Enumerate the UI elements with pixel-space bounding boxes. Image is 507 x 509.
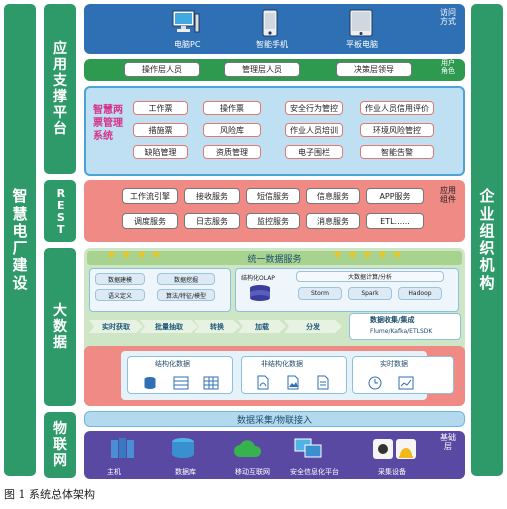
- pipeline-step: 批量抽取: [140, 320, 198, 333]
- pipeline-step: 分发: [284, 320, 342, 333]
- role-decision: 决策层领导: [336, 62, 412, 77]
- infra-item-label: 数据库: [175, 468, 196, 476]
- infra-item-label: 安全信息化平台: [290, 468, 339, 476]
- component-item: 消息服务: [306, 213, 360, 229]
- device-pc-label: 电脑PC: [174, 40, 201, 49]
- collect-title: 数据收集/集成: [370, 316, 415, 324]
- database-stack-icon: [248, 284, 272, 308]
- unified-arrows-right: ▼▼▼▼▼: [334, 251, 409, 261]
- system-title: 智慧两票管理系统: [93, 105, 123, 142]
- smartphone-icon: [262, 9, 278, 41]
- unified-service-bar: 统一数据服务: [87, 251, 462, 265]
- clock-icon: [368, 375, 382, 394]
- left-outer-bar: 智慧电厂建设: [4, 4, 36, 476]
- component-item: 日志服务: [184, 213, 240, 229]
- component-item: 接收服务: [184, 188, 240, 204]
- mining-item: 数据建模: [95, 273, 145, 285]
- device-phone-label: 智能手机: [256, 40, 288, 49]
- ingest-bar: 数据采集/物联接入: [84, 411, 465, 427]
- component-item: 监控服务: [246, 213, 300, 229]
- unified-arrows-left: ▼▼▼▼: [108, 251, 168, 261]
- mining-item: 数据挖掘: [157, 273, 215, 285]
- components-side-label: 应用组件: [440, 186, 456, 205]
- component-item: ETL......: [366, 213, 424, 229]
- system-module: 工作票: [133, 101, 188, 115]
- users-layer: 操作层人员 管理层人员 决策层领导 用户角色: [84, 59, 465, 81]
- server-icon: [110, 437, 136, 463]
- iot-label: 物联网: [53, 420, 67, 470]
- right-outer-bar: 企业组织机构: [471, 4, 503, 476]
- trend-chart-icon: [398, 375, 414, 394]
- device-tablet-label: 平板电脑: [346, 40, 378, 49]
- pipeline-step: 加载: [238, 320, 286, 333]
- ingest-title: 数据采集/物联接入: [236, 415, 313, 426]
- rest-label: REST: [54, 187, 68, 235]
- collect-panel: [349, 313, 461, 340]
- olap-engine: Storm: [298, 287, 342, 300]
- component-item: 短信服务: [246, 188, 300, 204]
- system-module: 操作票: [203, 101, 261, 115]
- system-module: 环境风险管控: [360, 123, 434, 137]
- database-icon: [143, 375, 157, 394]
- system-module: 资质管理: [203, 145, 261, 159]
- bigdata-bar: 大数据: [44, 248, 76, 406]
- mining-item: 语义定义: [95, 289, 145, 301]
- camera-alarm-icon: [372, 437, 418, 465]
- system-module: 风险库: [203, 123, 261, 137]
- pc-icon: [172, 10, 200, 38]
- system-module: 安全行为管控: [285, 101, 343, 115]
- component-item: 调度服务: [122, 213, 178, 229]
- pdf-file-icon: [257, 375, 269, 394]
- rest-bar: REST: [44, 180, 76, 242]
- infra-side-label: 基础层: [440, 433, 456, 452]
- olap-compute: 大数据计算/分析: [296, 271, 444, 282]
- support-label: 应用支撑平台: [53, 40, 67, 138]
- infra-item-label: 主机: [107, 468, 121, 476]
- access-side-label: 访问方式: [440, 8, 456, 27]
- system-module: 措施票: [133, 123, 188, 137]
- system-module: 智能告警: [360, 145, 434, 159]
- left-outer-label: 智慧电厂建设: [12, 187, 28, 292]
- storage-disk-icon: [170, 437, 196, 463]
- mining-item: 算法/特征/模型: [157, 289, 215, 301]
- component-item: APP服务: [366, 188, 424, 204]
- infra-item-label: 采集设备: [378, 468, 406, 476]
- storage-group-title: 非结构化数据: [261, 360, 303, 368]
- figure-caption: 图 1 系统总体架构: [4, 488, 95, 501]
- role-manager: 管理层人员: [224, 62, 300, 77]
- component-item: 信息服务: [306, 188, 360, 204]
- tablet-icon: [349, 9, 373, 41]
- system-module: 电子围栏: [285, 145, 343, 159]
- grid-icon: [203, 375, 219, 394]
- support-bar: 应用支撑平台: [44, 4, 76, 174]
- olap-engine: Hadoop: [398, 287, 442, 300]
- storage-group-title: 结构化数据: [155, 360, 190, 368]
- pipeline-step: 实时获取: [89, 320, 143, 333]
- bigdata-label: 大数据: [53, 302, 67, 352]
- image-file-icon: [287, 375, 299, 394]
- document-file-icon: [317, 375, 329, 394]
- storage-group-title: 实时数据: [380, 360, 408, 368]
- right-outer-label: 企业组织机构: [479, 187, 495, 292]
- unified-service-title: 统一数据服务: [247, 254, 302, 265]
- cloud-network-icon: [232, 437, 264, 463]
- pipeline-step: 转换: [194, 320, 240, 333]
- table-icon: [173, 375, 189, 394]
- security-platform-icon: [294, 437, 324, 463]
- system-module: 作业人员培训: [285, 123, 343, 137]
- access-layer: 电脑PC 智能手机 平板电脑 访问方式: [84, 4, 465, 54]
- iot-bar: 物联网: [44, 412, 76, 478]
- olap-engine: Spark: [348, 287, 392, 300]
- role-operator: 操作层人员: [124, 62, 200, 77]
- system-module: 缺陷管理: [133, 145, 188, 159]
- users-side-label: 用户角色: [441, 59, 455, 76]
- system-module: 作业人员信用评价: [360, 101, 434, 115]
- collect-tools: Flume/Kafka/ETLSDK: [370, 328, 433, 335]
- olap-title: 结构化OLAP: [241, 275, 275, 282]
- infra-item-label: 移动互联网: [235, 468, 270, 476]
- component-item: 工作流引擎: [122, 188, 178, 204]
